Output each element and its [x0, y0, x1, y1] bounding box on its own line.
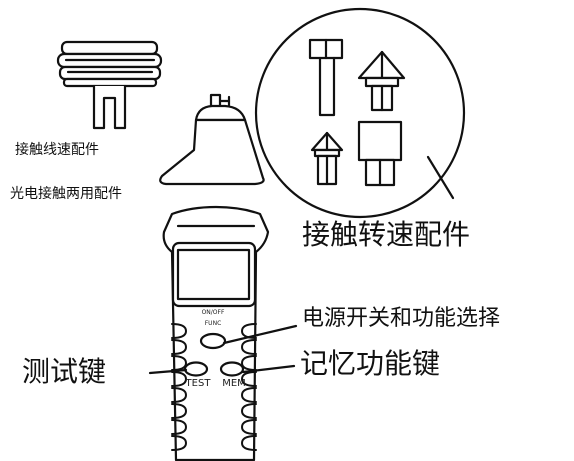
contact-rpm-accessory-label: 接触转速配件	[302, 218, 471, 251]
func-text: FUNC	[205, 320, 222, 327]
photo-contact-adapter	[159, 93, 265, 186]
line-speed-accessory-label: 接触线速配件	[15, 142, 99, 158]
power-function-select-label: 电源开关和功能选择	[302, 306, 501, 331]
memory-button[interactable]	[219, 361, 245, 377]
mem-text: MEM	[222, 378, 246, 389]
photo-contact-dual-accessory-label: 光电接触两用配件	[10, 186, 122, 202]
test-key-label: 测试键	[22, 355, 107, 388]
test-text: TEST	[185, 378, 212, 389]
power-function-button[interactable]	[199, 332, 227, 350]
line-speed-wheel-accessory	[56, 40, 163, 130]
test-button[interactable]	[183, 361, 209, 377]
contact-rpm-accessory-circle	[254, 7, 466, 219]
tachometer-body	[162, 205, 270, 461]
on-off-text: ON/OFF	[202, 309, 225, 316]
memory-function-key-label: 记忆功能键	[300, 347, 441, 380]
